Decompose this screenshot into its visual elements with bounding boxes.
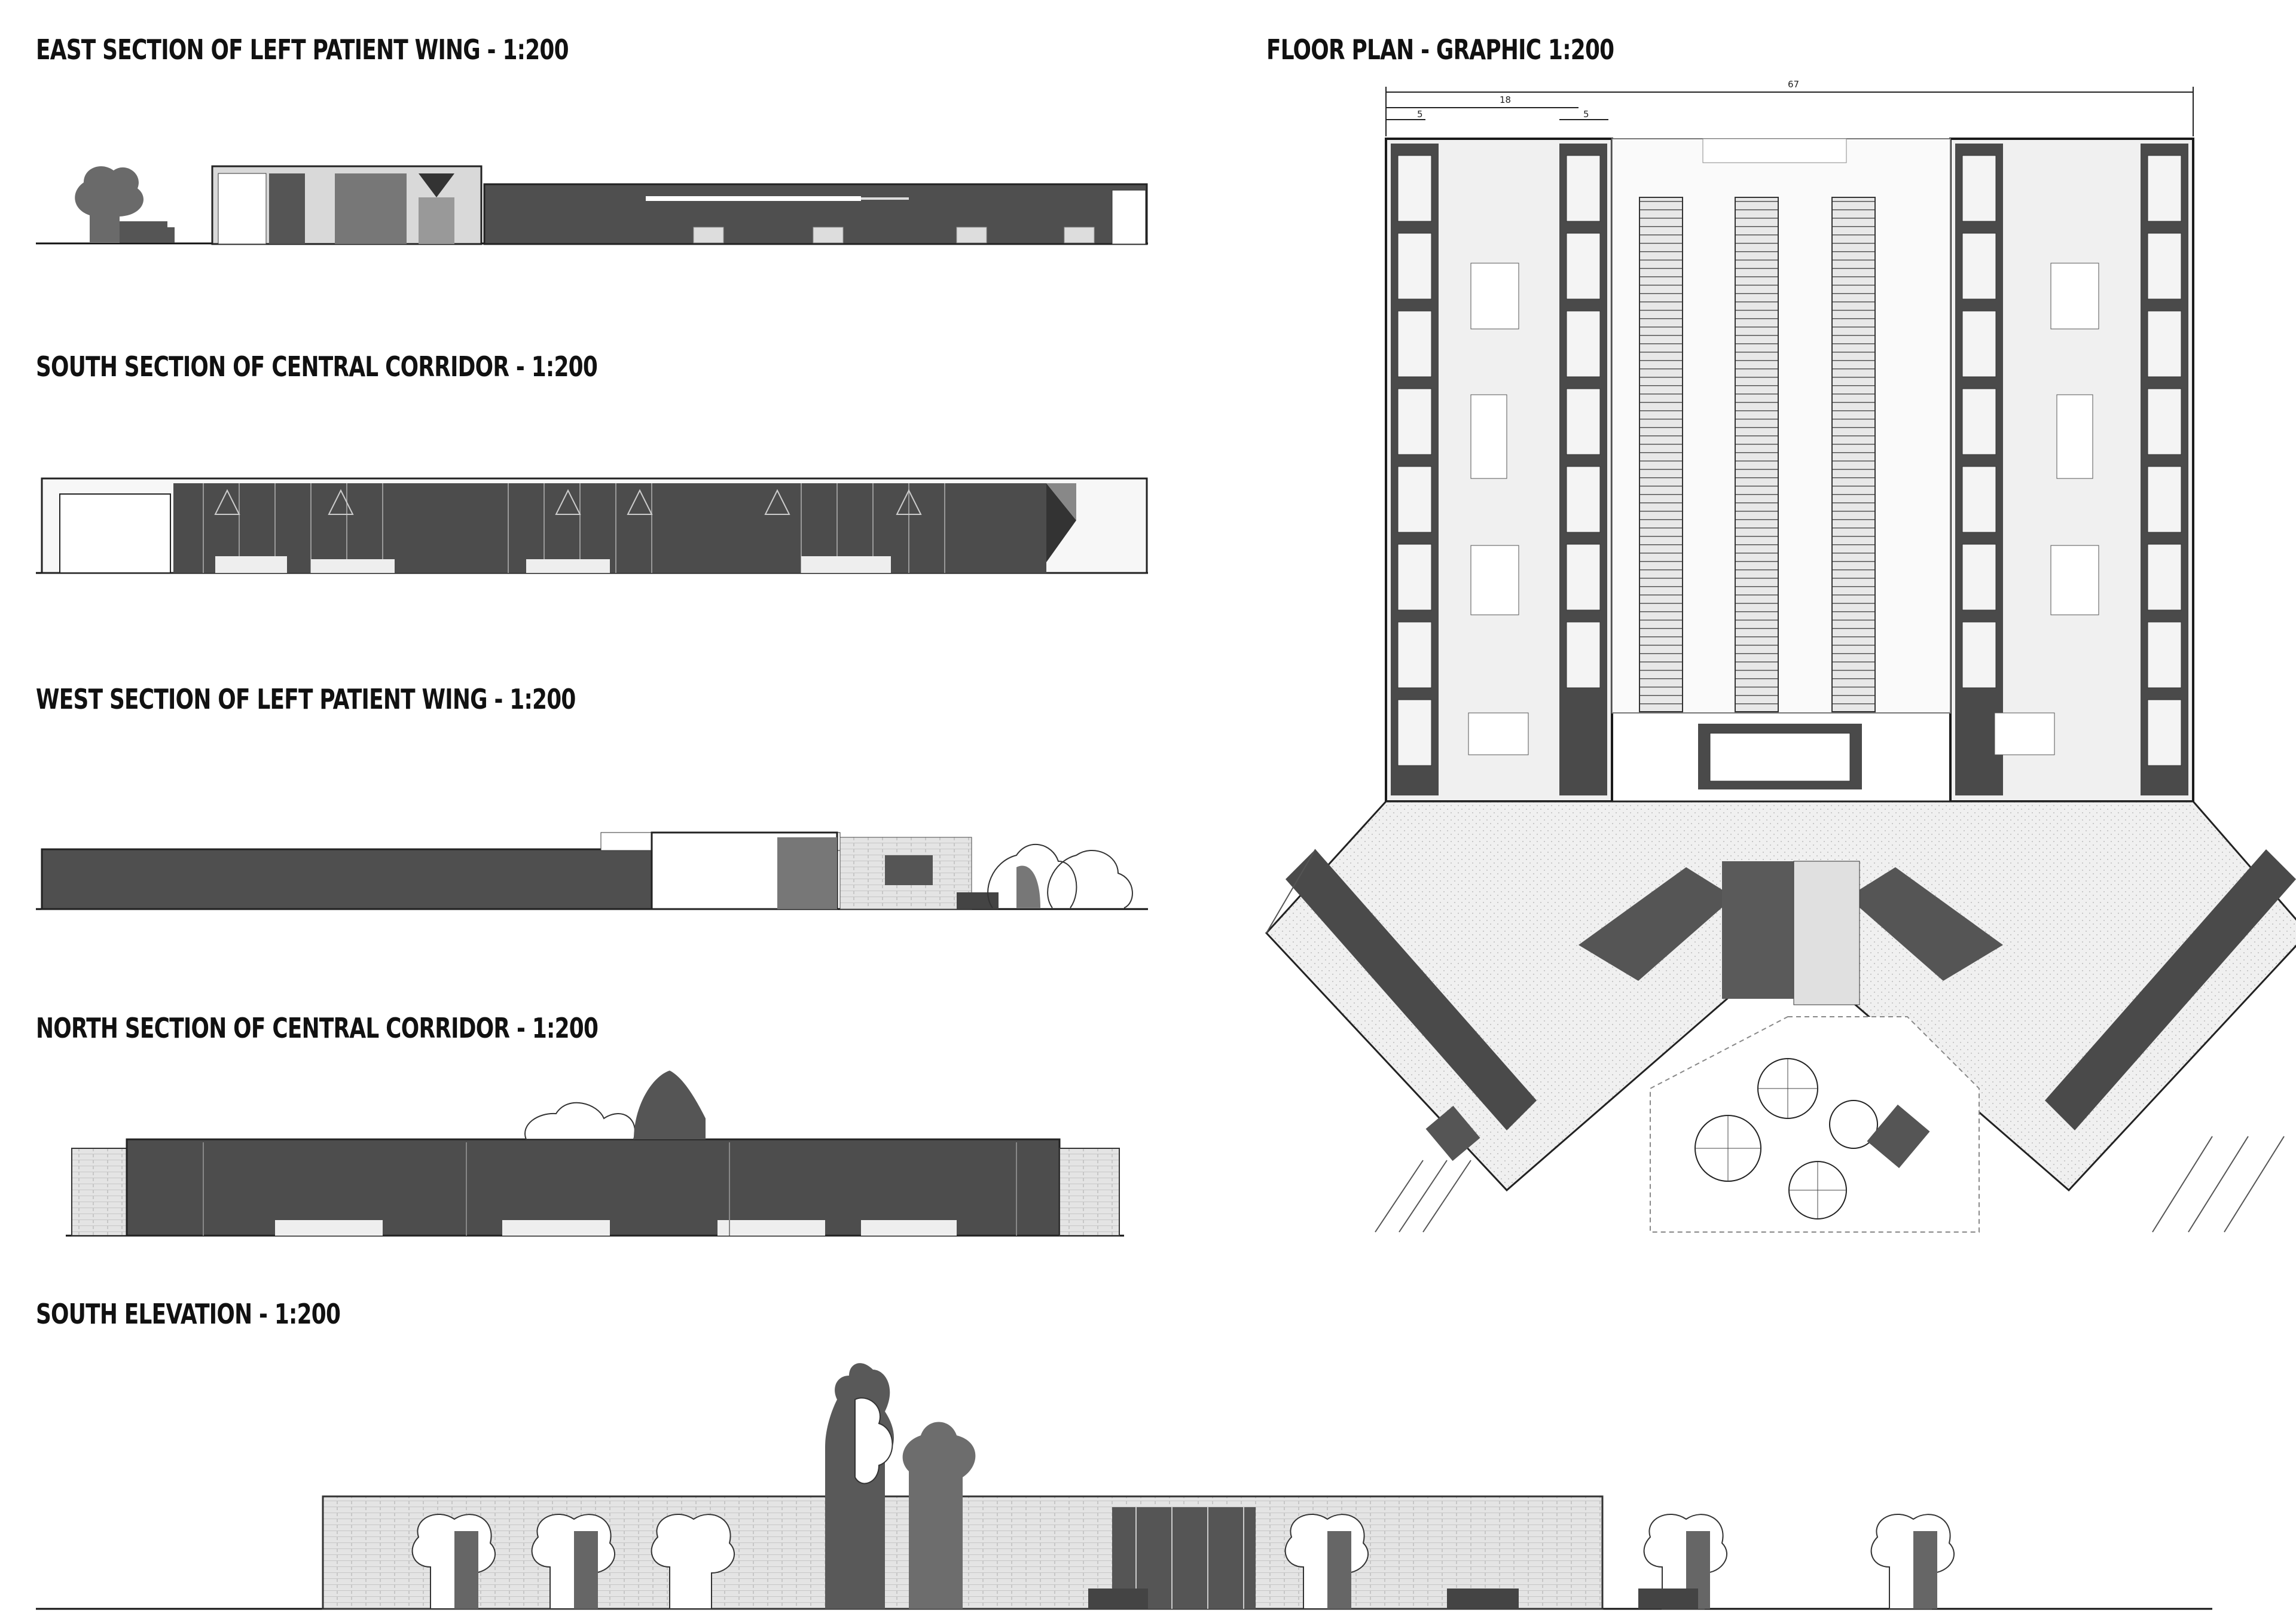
floor-plan-drawing: 67 18 5 5	[1265, 79, 2296, 1233]
north-section-drawing	[66, 1071, 1124, 1237]
dimension-bay-left: 5	[1417, 109, 1423, 120]
north-section-title: NORTH SECTION OF CENTRAL CORRIDOR - 1:20…	[36, 1012, 599, 1044]
east-section-drawing	[36, 165, 1148, 245]
dimension-wing: 18	[1500, 94, 1511, 105]
east-section-title: EAST SECTION OF LEFT PATIENT WING - 1:20…	[36, 33, 569, 66]
west-section-title: WEST SECTION OF LEFT PATIENT WING - 1:20…	[36, 683, 576, 715]
dimension-overall: 67	[1788, 79, 1799, 90]
south-elevation-drawing	[36, 1363, 2212, 1610]
dimension-bay-right: 5	[1583, 109, 1589, 120]
west-section-drawing	[36, 831, 1148, 910]
south-elevation-title: SOUTH ELEVATION - 1:200	[36, 1298, 341, 1330]
south-section-drawing	[36, 477, 1148, 574]
south-section-title: SOUTH SECTION OF CENTRAL CORRIDOR - 1:20…	[36, 350, 598, 383]
floor-plan-title: FLOOR PLAN - GRAPHIC 1:200	[1266, 33, 1614, 66]
